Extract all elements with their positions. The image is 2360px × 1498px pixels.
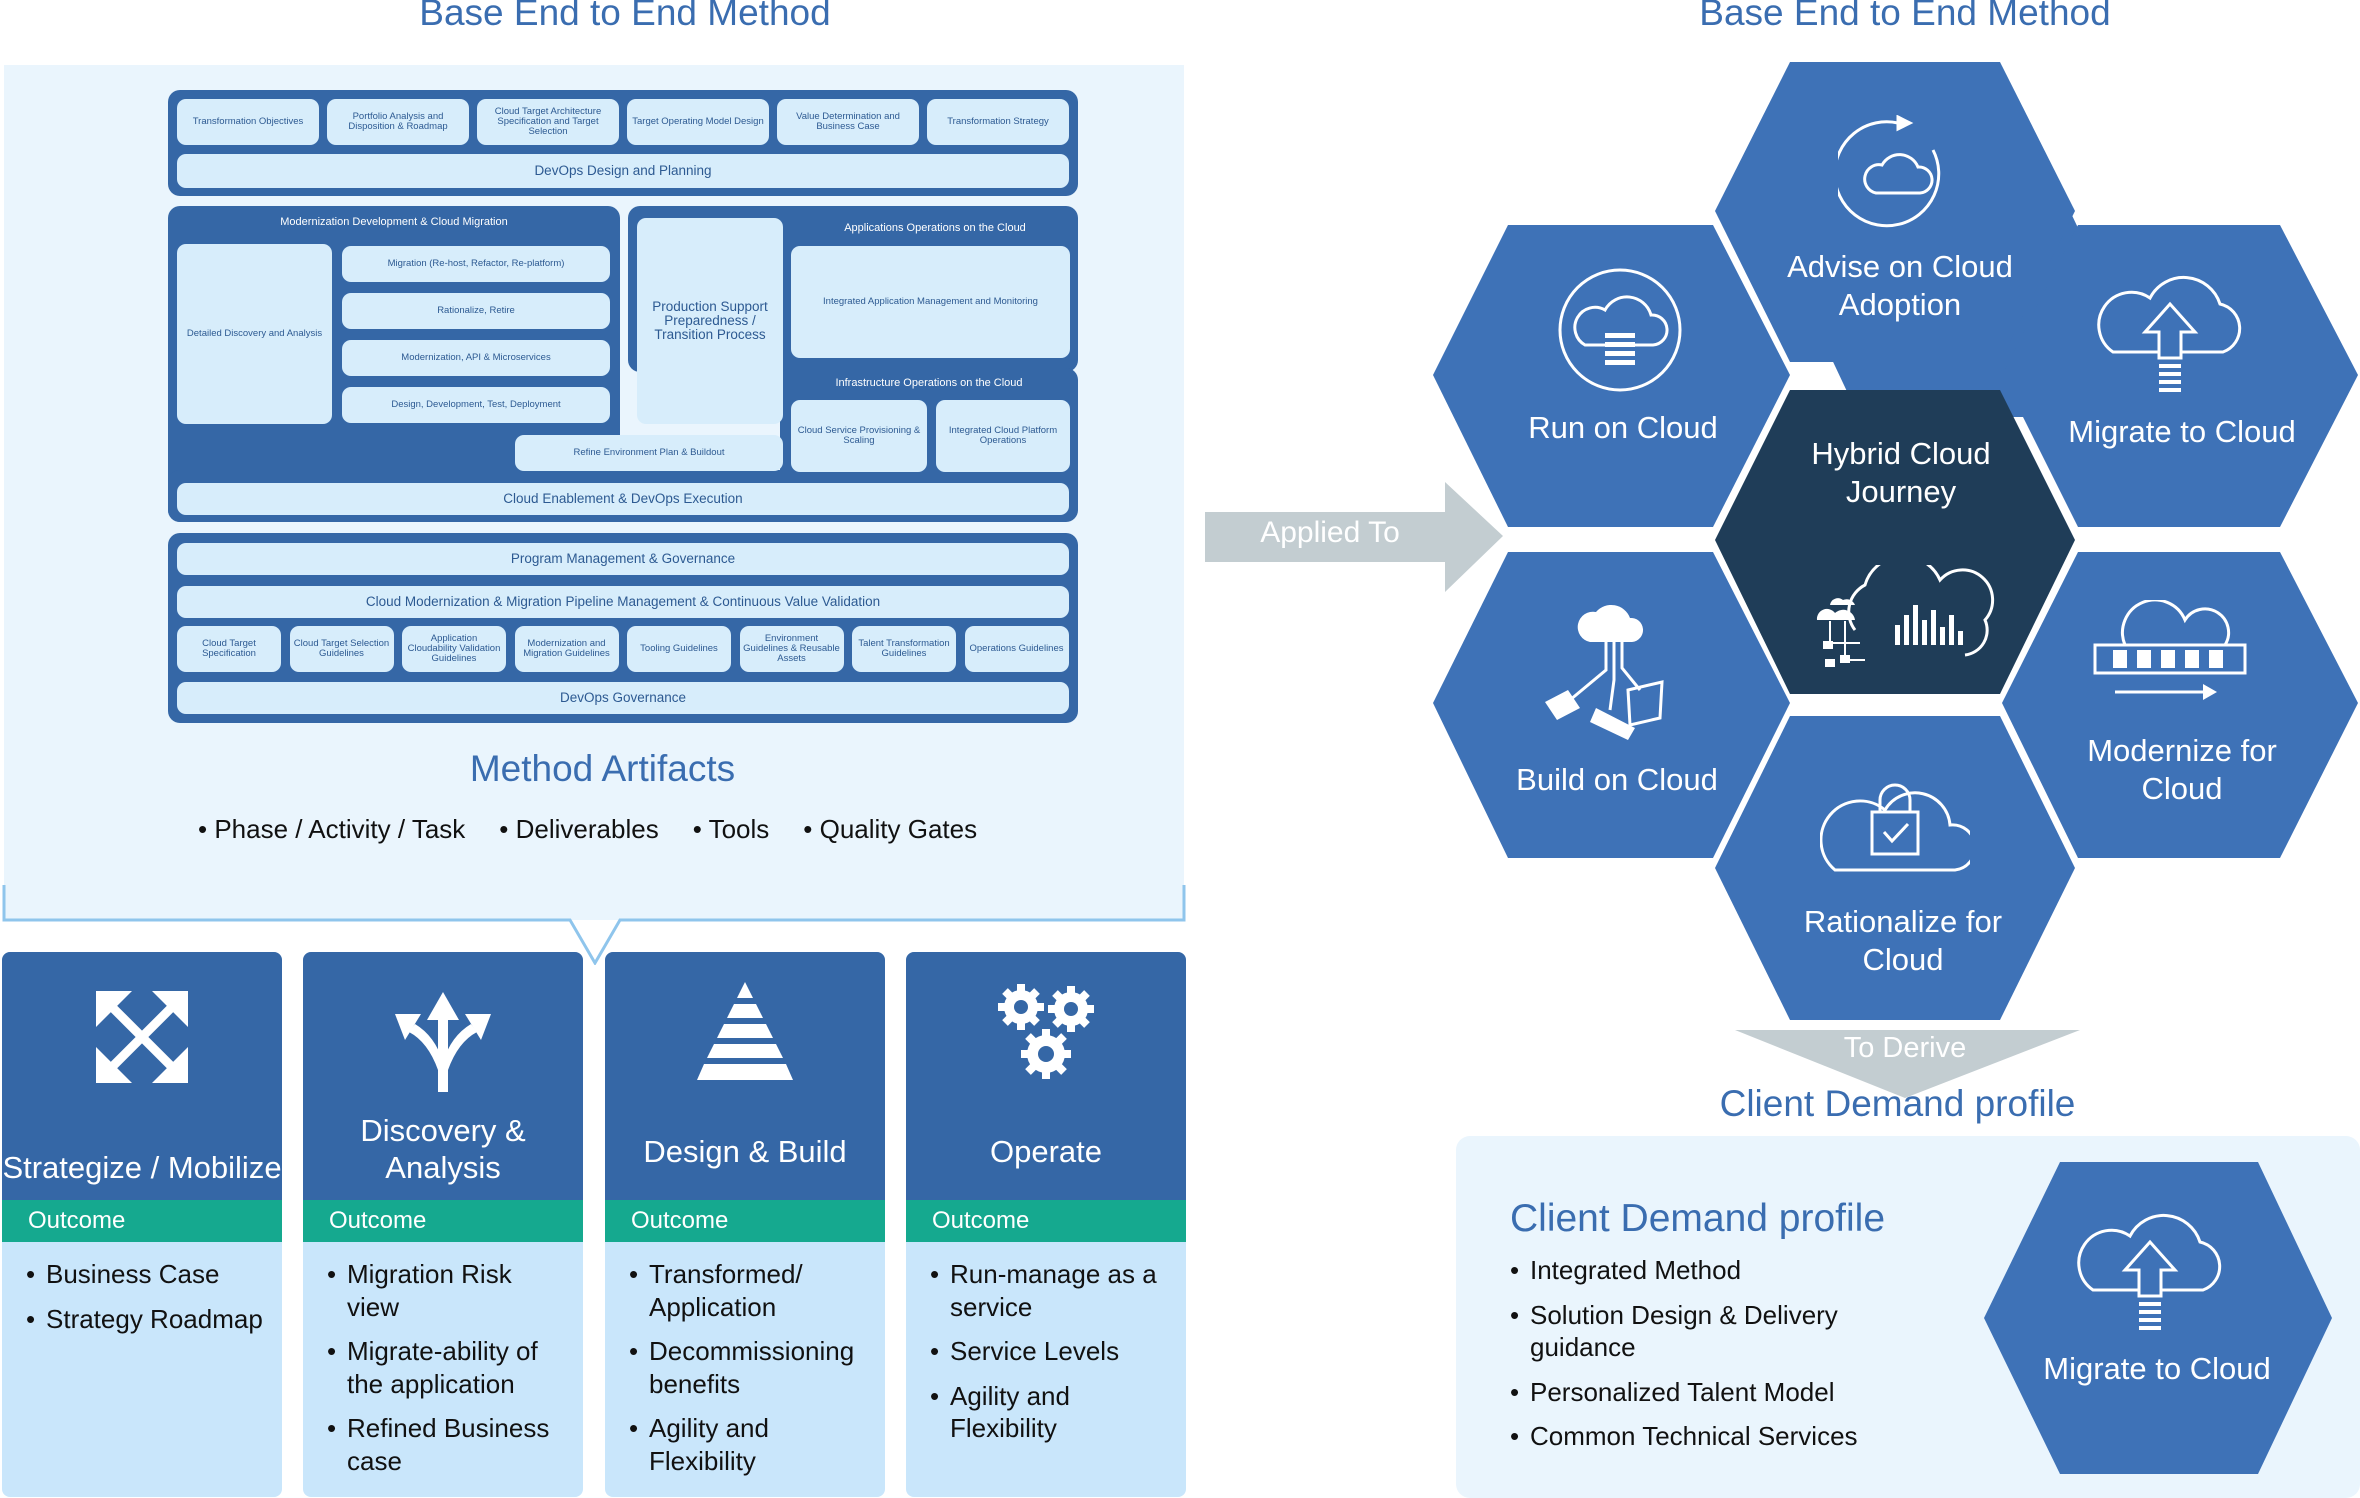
modernization-item: Rationalize, Retire: [342, 293, 610, 329]
outcome-item: Strategy Roadmap: [26, 1303, 268, 1336]
outcome-item: Business Case: [26, 1258, 268, 1291]
outcome-item: Refined Business case: [327, 1412, 569, 1477]
client-demand-list: Integrated Method Solution Design & Deli…: [1510, 1254, 1890, 1465]
demand-item: Personalized Talent Model: [1510, 1376, 1890, 1409]
outcome-item: Decommissioning benefits: [629, 1335, 871, 1400]
client-hex-label: Migrate to Cloud: [2043, 1351, 2271, 1386]
phase-title: Discovery & Analysis: [360, 1112, 526, 1185]
artifact-item: Phase / Activity / Task: [198, 814, 465, 845]
artifacts-list: Phase / Activity / Task Deliverables Too…: [198, 814, 977, 845]
hex-run: [1433, 225, 1790, 527]
outcome-item: Migration Risk view: [327, 1258, 569, 1323]
artifact-item: Quality Gates: [803, 814, 978, 845]
outcome-label: Outcome: [605, 1200, 885, 1242]
cloud-upload-icon: [2077, 1213, 2222, 1330]
integrated-app-mgmt: Integrated Application Management and Mo…: [791, 246, 1070, 358]
to-derive-arrow: [1735, 1030, 2080, 1098]
hex-label-build: Build on Cloud: [1516, 762, 1718, 797]
guideline-item: Environment Guidelines & Reusable Assets: [739, 626, 844, 672]
planning-item: Transformation Objectives: [177, 99, 319, 145]
guideline-item: Modernization and Migration Guidelines: [514, 626, 619, 672]
apps-ops-title: Applications Operations on the Cloud: [844, 222, 1026, 234]
planning-item: Target Operating Model Design: [627, 99, 769, 145]
planning-item: Value Determination and Business Case: [777, 99, 919, 145]
to-derive-label: To Derive: [1843, 1032, 1967, 1064]
planning-item: Portfolio Analysis and Disposition & Roa…: [327, 99, 469, 145]
diverging-arrows-icon: [395, 992, 491, 1092]
hex-label-modernize: Modernize for Cloud: [2087, 733, 2277, 806]
cloud-modernize-icon: [2093, 600, 2247, 700]
hybrid-cloud-icon: [1816, 565, 1995, 667]
modernization-item: Migration (Re-host, Refactor, Re-platfor…: [342, 246, 610, 282]
phase-title: Design & Build: [643, 1133, 847, 1169]
hex-label-center: Hybrid Cloud Journey: [1811, 436, 1991, 509]
guideline-item: Operations Guidelines: [964, 626, 1069, 672]
modernization-item: Design, Development, Test, Deployment: [342, 387, 610, 423]
infra-ops-title: Infrastructure Operations on the Cloud: [835, 377, 1023, 389]
guideline-item: Cloud Target Specification: [177, 626, 281, 672]
pyramid-icon: [697, 982, 793, 1080]
guideline-item: Tooling Guidelines: [627, 626, 731, 672]
devops-design-bar: DevOps Design and Planning: [177, 154, 1069, 188]
phase-card-discovery: Discovery & Analysis Outcome Migration R…: [303, 952, 583, 1497]
hex-label-migrate: Migrate to Cloud: [2068, 414, 2296, 449]
phase-card-strategize: Strategize / Mobilize Outcome Business C…: [2, 952, 282, 1497]
outcome-label: Outcome: [2, 1200, 282, 1242]
modernization-title: Modernization Development & Cloud Migrat…: [280, 216, 508, 228]
demand-item: Solution Design & Delivery guidance: [1510, 1299, 1890, 1364]
detailed-discovery: Detailed Discovery and Analysis: [177, 244, 332, 424]
production-support: Production Support Preparedness / Transi…: [637, 218, 783, 424]
phase-title: Strategize / Mobilize: [2, 1149, 282, 1185]
demand-item: Integrated Method: [1510, 1254, 1890, 1287]
hex-advise: [1715, 62, 2075, 362]
hex-modernize: [2002, 552, 2358, 858]
devops-governance-bar: DevOps Governance: [177, 682, 1069, 714]
hex-label-advise: Advise on Cloud Adoption: [1787, 249, 2013, 322]
hex-label-rationalize: Rationalize for Cloud: [1803, 904, 2003, 977]
guideline-item: Talent Transformation Guidelines: [852, 626, 956, 672]
artifacts-title: Method Artifacts: [469, 748, 736, 789]
demand-item: Common Technical Services: [1510, 1420, 1890, 1453]
outcome-label: Outcome: [303, 1200, 583, 1242]
hex-label-run: Run on Cloud: [1528, 410, 1718, 445]
client-demand-title: Client Demand profile: [1510, 1197, 1886, 1240]
left-title: Base End to End Method: [419, 0, 831, 33]
gears-icon: [998, 984, 1094, 1079]
applied-to-label: Applied To: [1260, 516, 1400, 549]
outcome-label: Outcome: [906, 1200, 1186, 1242]
expand-arrows-icon: [96, 991, 188, 1083]
modernization-item: Modernization, API & Microservices: [342, 340, 610, 376]
cloud-cycle-icon: [1838, 115, 1941, 228]
outcome-item: Transformed/ Application: [629, 1258, 871, 1323]
guideline-item: Application Cloudability Validation Guid…: [402, 626, 506, 672]
planning-item: Cloud Target Architecture Specification …: [477, 99, 619, 145]
outcome-item: Run-manage as a service: [930, 1258, 1172, 1323]
phase-card-design: Design & Build Outcome Transformed/ Appl…: [605, 952, 885, 1497]
hex-rationalize: [1715, 716, 2075, 1020]
cloud-server-icon: [1558, 268, 1682, 392]
planning-item: Transformation Strategy: [927, 99, 1069, 145]
guideline-item: Cloud Target Selection Guidelines: [289, 626, 394, 672]
client-demand-heading: Client Demand profile: [1719, 1083, 2076, 1124]
phase-card-operate: Operate Outcome Run-manage as a service …: [906, 952, 1186, 1497]
outcome-item: Agility and Flexibility: [930, 1380, 1172, 1445]
outcome-item: Agility and Flexibility: [629, 1412, 871, 1477]
client-demand-hex: [1984, 1162, 2332, 1474]
cloud-upload-icon: [2097, 275, 2242, 392]
cloud-service-provisioning: Cloud Service Provisioning & Scaling: [791, 400, 927, 472]
refine-environment: Refine Environment Plan & Buildout: [515, 435, 783, 471]
outcome-item: Service Levels: [930, 1335, 1172, 1368]
right-title: Base End to End Method: [1699, 0, 2111, 33]
outcome-item: Migrate-ability of the application: [327, 1335, 569, 1400]
artifact-item: Tools: [693, 814, 770, 845]
applied-to-arrow: [1205, 482, 1503, 592]
phase-title: Operate: [989, 1133, 1102, 1169]
cloud-lock-icon: [1820, 783, 1970, 872]
artifact-item: Deliverables: [499, 814, 659, 845]
pipeline-bar: Cloud Modernization & Migration Pipeline…: [177, 586, 1069, 618]
integrated-platform-ops: Integrated Cloud Platform Operations: [936, 400, 1070, 472]
cloud-enablement-bar: Cloud Enablement & DevOps Execution: [177, 483, 1069, 515]
program-management-bar: Program Management & Governance: [177, 543, 1069, 575]
cloud-devices-icon: [1545, 604, 1664, 740]
